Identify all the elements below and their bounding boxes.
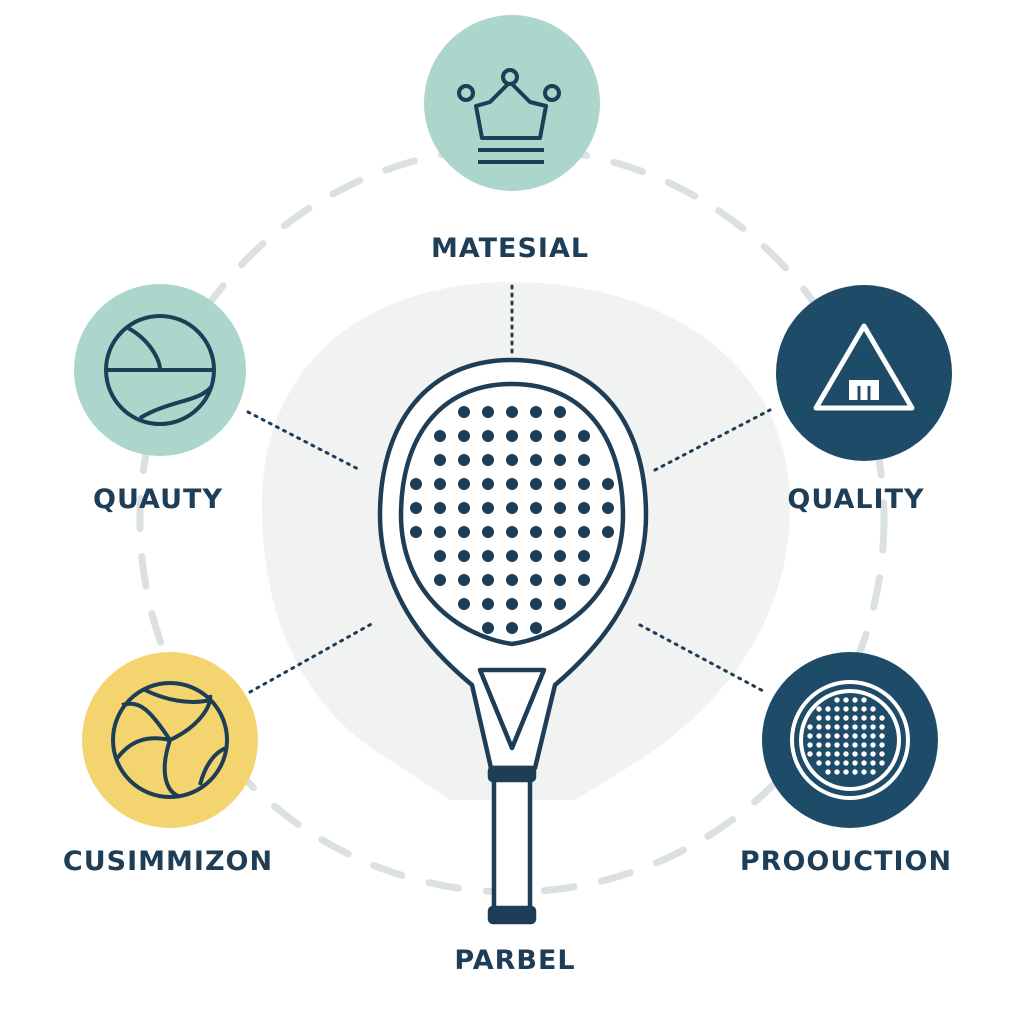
perforated-disc-icon xyxy=(790,680,910,800)
racket-cap xyxy=(487,905,537,925)
connectors xyxy=(246,284,772,694)
connector-left-upper xyxy=(246,410,362,472)
label-left-lower: CUSIMMIZON xyxy=(62,846,274,877)
node-right-lower-circle xyxy=(762,652,938,828)
warning-triangle-icon xyxy=(813,323,915,411)
node-top-circle xyxy=(424,15,600,191)
node-left-lower xyxy=(82,652,258,828)
racket-frame-inner xyxy=(398,381,626,647)
ball-icon xyxy=(104,314,216,426)
node-left-upper xyxy=(74,284,246,456)
racket-holes xyxy=(410,406,614,634)
disc-holes xyxy=(807,697,885,775)
connector-right-upper xyxy=(653,408,772,472)
node-right-upper-circle xyxy=(776,285,952,461)
racket-throat xyxy=(477,667,547,751)
node-right-lower xyxy=(762,652,938,828)
label-top: MATESIAL xyxy=(430,233,590,264)
connector-left-lower xyxy=(248,620,377,694)
padel-racket-icon xyxy=(377,357,649,925)
node-top xyxy=(424,15,600,191)
racket-grip xyxy=(491,777,533,913)
label-left-upper: QUAUTY xyxy=(92,484,224,515)
connector-right-lower xyxy=(638,623,767,694)
label-right-lower: PROOUCTION xyxy=(739,846,953,877)
volleyball-icon xyxy=(111,681,229,799)
crown-icon xyxy=(457,68,561,164)
label-center: PARBEL xyxy=(454,945,576,976)
label-right-upper: QUALITY xyxy=(787,484,925,515)
node-right-upper xyxy=(776,285,952,461)
